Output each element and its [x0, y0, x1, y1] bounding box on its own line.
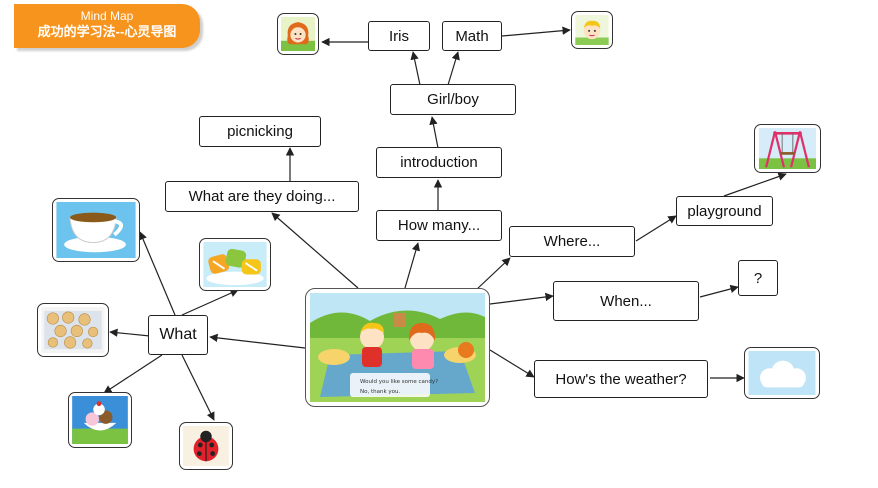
banner-title: Mind Map: [80, 9, 134, 23]
cloud-picture: [744, 347, 820, 399]
cloud-icon: [748, 351, 816, 395]
arrow-to-swing: [723, 172, 787, 197]
cookies-icon: [41, 307, 105, 353]
node-how-many: How many...: [376, 210, 502, 241]
boy-face-picture: [571, 11, 613, 49]
node-weather: How's the weather?: [534, 360, 708, 398]
arrow-to-cookies: [109, 328, 151, 337]
icecream-icon: [72, 396, 128, 444]
node-girl-boy: Girl/boy: [390, 84, 516, 115]
node-question: ?: [738, 260, 778, 296]
arrow-to-playground: [635, 215, 677, 242]
node-math: Math: [442, 21, 502, 51]
picnic-picture: Would you like some candy? No, thank you…: [305, 288, 490, 407]
arrow-to-girl-boy: [429, 116, 439, 149]
girl-face-icon: [281, 17, 315, 51]
center-caption-question: Would you like some candy?: [360, 379, 438, 385]
cookies-picture: [37, 303, 109, 357]
center-caption-answer: No, thank you.: [360, 389, 401, 395]
arrow-to-teacup: [139, 231, 176, 316]
ladybug-picture: [179, 422, 233, 470]
mind-map-banner: Mind Map 成功的学习法--心灵导图: [14, 4, 200, 48]
node-playground: playground: [676, 196, 773, 226]
node-introduction: introduction: [376, 147, 502, 178]
candy-picture: [199, 238, 271, 291]
arrow-to-how-many: [404, 242, 420, 289]
arrow-to-boy-face: [501, 26, 571, 37]
node-when: When...: [553, 281, 699, 321]
ladybug-icon: [183, 426, 229, 466]
swing-picture: [754, 124, 821, 173]
node-where: Where...: [509, 226, 635, 257]
arrow-to-ladybug: [181, 354, 215, 421]
arrow-to-icecream: [103, 354, 163, 394]
node-what-are-they-doing: What are they doing...: [165, 181, 359, 212]
swing-icon: [758, 128, 817, 169]
arrow-to-iris: [410, 51, 421, 86]
arrow-to-what: [209, 333, 306, 349]
teacup-icon: [56, 202, 136, 258]
picnic-scene: Would you like some candy? No, thank you…: [310, 293, 485, 402]
node-picnicking: picnicking: [199, 116, 321, 147]
arrow-to-where: [475, 257, 511, 291]
node-what: What: [148, 315, 208, 355]
node-iris: Iris: [368, 21, 430, 51]
teacup-picture: [52, 198, 140, 262]
arrow-to-candy: [181, 289, 239, 316]
candy-icon: [203, 242, 267, 287]
arrow-to-when: [489, 292, 554, 305]
arrow-to-what-doing: [271, 212, 359, 289]
arrow-to-weather: [489, 349, 535, 378]
boy-face-icon: [575, 15, 609, 45]
girl-face-picture: [277, 13, 319, 55]
arrow-to-math: [447, 51, 460, 86]
banner-subtitle: 成功的学习法--心灵导图: [37, 24, 177, 39]
icecream-picture: [68, 392, 132, 448]
arrow-to-question: [699, 284, 739, 298]
